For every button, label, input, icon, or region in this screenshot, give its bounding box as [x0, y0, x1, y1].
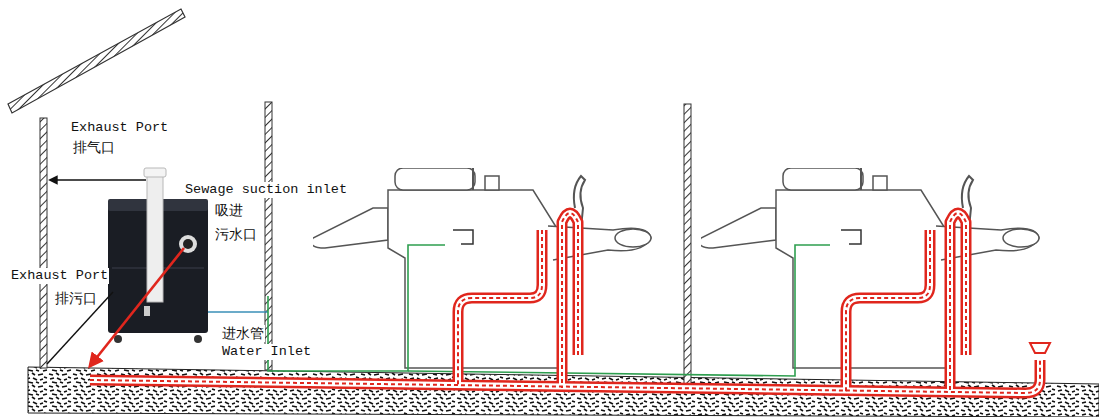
inlet-label: 吸进 污水口 [214, 198, 262, 246]
flow [562, 213, 578, 388]
port-label: 排气口 [72, 139, 116, 156]
inlet-label: Sewage suction inlet [184, 182, 348, 198]
flow [950, 213, 966, 393]
roof [8, 9, 185, 113]
riser-pipe [562, 213, 578, 388]
pipe-label: 进水管 [221, 325, 265, 342]
pipe-cap [144, 168, 166, 177]
wheel [194, 335, 202, 343]
riser-pipe [950, 213, 966, 393]
riser-pipe [950, 213, 966, 393]
suction-inlet-hole [183, 239, 193, 249]
port-label: Exhaust Port [70, 120, 169, 136]
water-connector [144, 306, 150, 316]
riser-pipe [458, 230, 542, 387]
flow [458, 230, 542, 387]
flow [846, 230, 930, 392]
pipe-label: Water Inlet [221, 344, 312, 360]
floor-drain [1030, 343, 1050, 353]
flow [90, 360, 1040, 393]
dental-chair [312, 150, 652, 368]
exhaust-arrow [50, 179, 146, 181]
partition-wall [684, 104, 691, 384]
port-label: Exhaust Port [10, 268, 109, 284]
riser-pipe [846, 230, 930, 392]
port-label: 排污口 [54, 290, 98, 307]
riser-pipe [458, 230, 542, 387]
water-pipe [408, 245, 830, 376]
riser-pipe [562, 213, 578, 388]
riser-pipe [846, 230, 930, 392]
sewage-arrow [90, 248, 184, 366]
dental-chair [700, 150, 1040, 368]
outer-wall [40, 118, 47, 368]
